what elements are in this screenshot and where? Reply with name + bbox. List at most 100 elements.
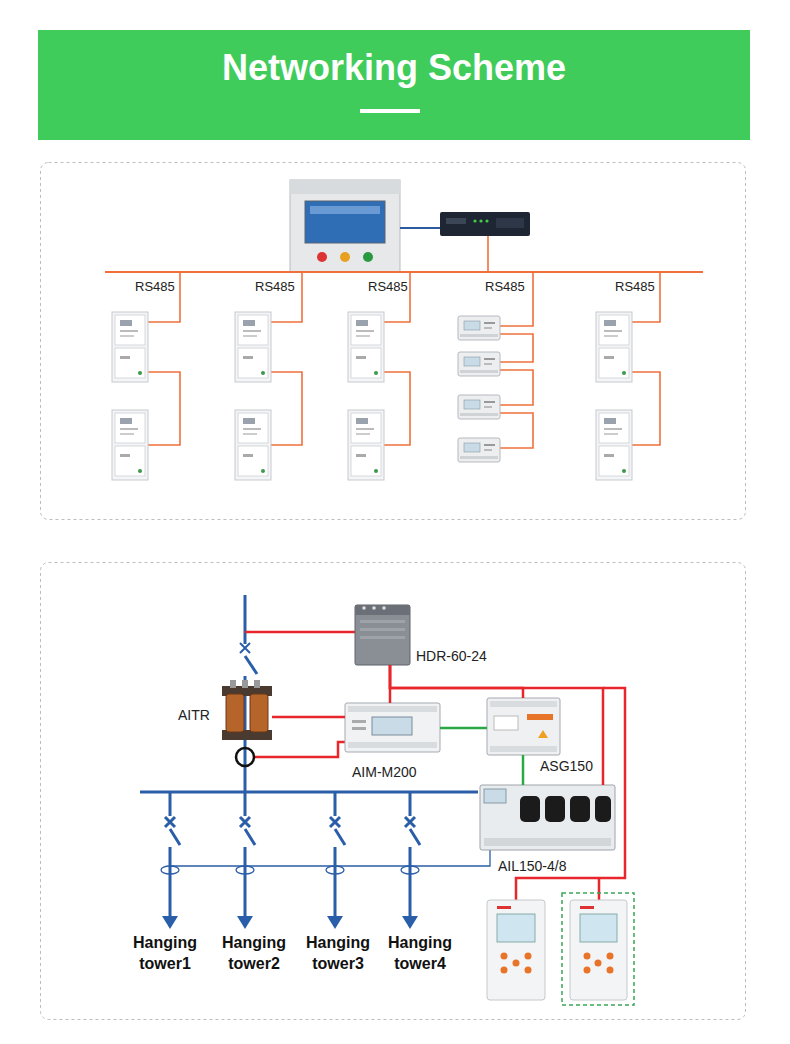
illustration <box>235 410 271 480</box>
power-supply <box>360 628 405 631</box>
feeder-arrow <box>237 916 253 929</box>
bus-label-text: RS485 <box>255 279 295 294</box>
device-label: ASG150 <box>540 758 593 774</box>
isolation-transformer <box>230 680 236 688</box>
remote-display <box>580 914 617 942</box>
feeder-arrow <box>402 916 418 929</box>
bus-label-text: RS485 <box>135 279 175 294</box>
illustration <box>596 410 632 480</box>
branch-feeder <box>165 792 420 918</box>
isolation-transformer <box>242 680 248 688</box>
remote-display <box>497 914 535 942</box>
panel-frame <box>41 163 746 520</box>
power-supply <box>372 606 376 610</box>
network-switch <box>496 218 524 228</box>
fault-locator <box>595 796 611 822</box>
power-supply <box>355 605 410 665</box>
signal-generator <box>490 701 557 707</box>
illustration <box>112 410 148 480</box>
rs485-bus <box>105 271 703 273</box>
insulation-monitor <box>372 717 412 735</box>
bus-label-text: RS485 <box>615 279 655 294</box>
fault-locator <box>545 796 565 822</box>
isolation-transformer <box>222 680 272 740</box>
fault-locator <box>484 789 506 803</box>
device-box: AITR <box>222 680 272 742</box>
bus-label: RS485 <box>135 279 175 294</box>
red-wire <box>245 631 355 634</box>
power-line <box>140 791 478 794</box>
device-label: AITR <box>178 707 210 723</box>
network-switch <box>473 219 476 222</box>
feeder-label: Hanging tower3 <box>302 932 374 974</box>
feeder-label-text: Hanging tower3 <box>306 934 370 972</box>
remote-display <box>570 900 627 1000</box>
network-switch <box>479 219 482 222</box>
ct-wiring <box>401 866 419 874</box>
branch-feeder <box>405 792 420 918</box>
insulation-monitor <box>352 720 366 723</box>
title-banner <box>38 30 750 140</box>
insulation-monitor <box>352 727 366 730</box>
rs485-bus <box>384 272 410 445</box>
current-sensor <box>236 748 254 766</box>
remote-display <box>562 893 634 1005</box>
remote-display <box>501 953 508 960</box>
branch-feeder <box>330 792 345 918</box>
insulation-monitor <box>348 706 437 712</box>
ct-wiring <box>161 866 179 874</box>
bus-label: RS485 <box>255 279 295 294</box>
bus-label-text: RS485 <box>368 279 408 294</box>
device-label: HDR-60-24 <box>416 648 487 664</box>
feeder-label: Hanging tower2 <box>218 932 290 974</box>
power-supply <box>382 606 386 610</box>
bus-label-text: RS485 <box>485 279 525 294</box>
feeder-arrow <box>327 916 343 929</box>
remote-display <box>525 967 532 974</box>
remote-display <box>595 960 602 967</box>
remote-display <box>562 893 634 1005</box>
fault-locator <box>480 785 615 850</box>
ct-wiring <box>326 866 344 874</box>
signal-generator <box>527 714 553 720</box>
remote-display <box>584 953 591 960</box>
signal-generator <box>490 746 557 752</box>
rs485-bus <box>500 272 533 448</box>
red-wire <box>598 878 601 900</box>
insulation-monitor <box>348 742 437 748</box>
illustration <box>458 395 500 419</box>
rs485-bus <box>487 236 489 272</box>
device-box: AIM-M200 <box>345 703 440 752</box>
fault-locator <box>480 785 615 850</box>
hmi-controller <box>363 252 373 262</box>
power-line <box>140 595 478 792</box>
feeder-label: Hanging tower1 <box>129 932 201 974</box>
hmi-controller <box>290 180 400 272</box>
signal-generator <box>538 730 548 738</box>
power-supply <box>360 636 405 639</box>
signal-wire <box>522 755 525 785</box>
remote-display <box>513 960 520 967</box>
signal-wire <box>390 665 523 698</box>
isolation-transformer <box>226 694 244 732</box>
illustration <box>596 312 632 382</box>
title-box: Networking Scheme <box>38 46 750 90</box>
hmi-controller <box>290 180 400 194</box>
panel-frame <box>41 563 746 1020</box>
signal-generator <box>494 716 518 730</box>
fault-locator <box>570 796 590 822</box>
insulation-monitor <box>345 703 440 752</box>
remote-display <box>584 967 591 974</box>
illustration <box>348 312 384 382</box>
illustration <box>458 316 500 340</box>
illustration <box>112 312 148 382</box>
power-supply <box>355 605 410 615</box>
illustration <box>458 438 500 462</box>
illustration <box>348 410 384 480</box>
network-switch <box>440 212 530 236</box>
branch-feeder <box>165 792 180 918</box>
